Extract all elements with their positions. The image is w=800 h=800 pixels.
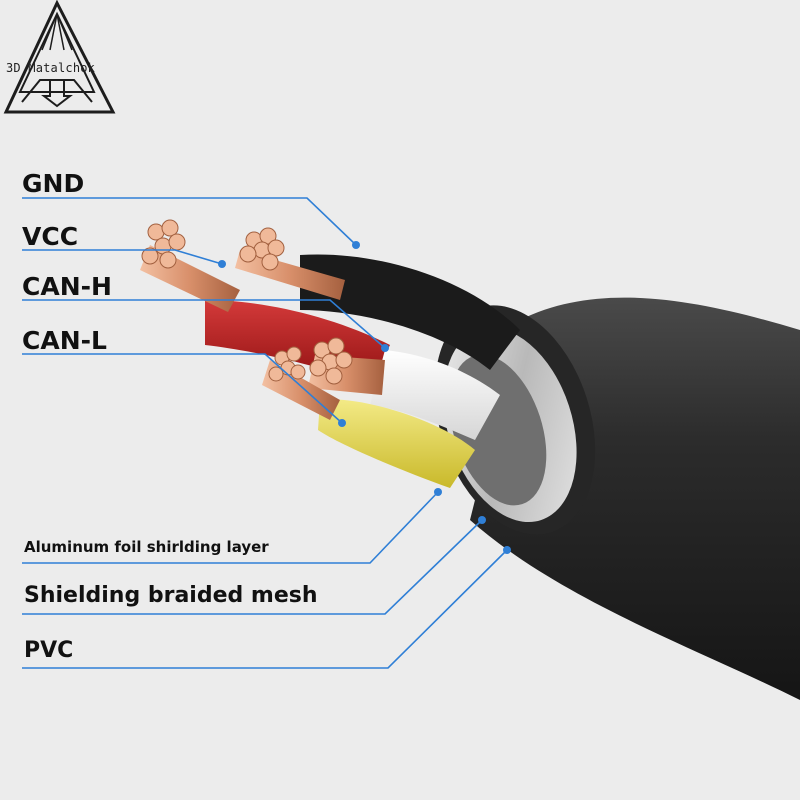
leader-line-foil	[22, 491, 439, 564]
label-mesh: Shielding braided mesh	[24, 583, 318, 608]
dot-vcc	[218, 260, 226, 268]
leader-lines	[22, 197, 508, 669]
dot-mesh	[478, 516, 486, 524]
white-core-can-h	[308, 337, 500, 440]
leader-line-gnd	[22, 197, 357, 246]
dot-pvc	[503, 546, 511, 554]
leader-dots	[218, 241, 511, 554]
label-gnd: GND	[22, 169, 85, 198]
label-can-l: CAN-L	[22, 326, 107, 355]
leader-line-mesh	[22, 519, 483, 615]
dot-can-h	[381, 344, 389, 352]
label-vcc: VCC	[22, 222, 79, 251]
red-core-vcc	[140, 219, 390, 385]
label-can-h: CAN-H	[22, 272, 112, 301]
label-foil: Aluminum foil shirlding layer	[24, 538, 269, 556]
dot-foil	[434, 488, 442, 496]
logo-mark	[3, 0, 116, 114]
label-pvc: PVC	[24, 638, 74, 663]
black-core-gnd	[235, 227, 520, 370]
dot-can-l	[338, 419, 346, 427]
leader-line-can-l	[22, 353, 343, 424]
leader-line-can-h	[22, 299, 386, 349]
dot-gnd	[352, 241, 360, 249]
logo-text: 3D Matalchok	[6, 61, 96, 75]
leader-line-vcc	[22, 249, 223, 265]
yellow-core-can-l	[262, 346, 475, 488]
leader-line-pvc	[22, 549, 508, 669]
